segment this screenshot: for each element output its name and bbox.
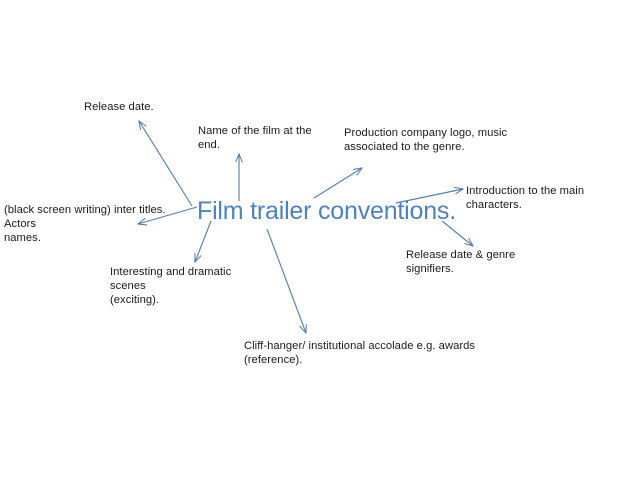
node-label-cliff-hanger-accolade: Cliff-hanger/ institutional accolade e.g… bbox=[244, 340, 476, 366]
arrow-to-release-date bbox=[139, 121, 193, 207]
node-label-release-date: Release date. bbox=[84, 101, 154, 113]
center-node-title: Film trailer conventions. bbox=[197, 197, 456, 225]
arrow-to-production-company-logo bbox=[313, 168, 362, 199]
node-label-production-company-logo: Production company logo, music associate… bbox=[344, 127, 508, 153]
node-label-inter-titles: (black screen writing) inter titles. Act… bbox=[4, 204, 166, 244]
node-label-name-of-film: Name of the film at the end. bbox=[198, 125, 312, 151]
node-label-release-date-genre-signifiers: Release date & genre signifiers. bbox=[406, 249, 516, 275]
arrow-to-interesting-dramatic-scenes bbox=[195, 220, 212, 262]
node-label-introduction-main-characters: Introduction to the main characters. bbox=[466, 185, 585, 211]
node-label-interesting-dramatic-scenes: Interesting and dramatic scenes (excitin… bbox=[110, 266, 232, 306]
arrow-to-cliff-hanger-accolade bbox=[266, 228, 306, 333]
